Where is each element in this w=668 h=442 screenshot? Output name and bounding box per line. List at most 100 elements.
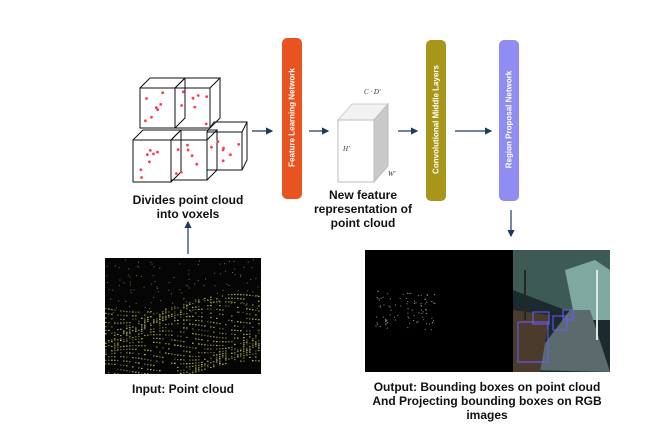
input-cloud-point xyxy=(114,338,116,340)
input-cloud-point xyxy=(198,301,200,303)
input-cloud-point xyxy=(216,341,218,343)
output-cloud-point xyxy=(426,294,428,296)
output-cloud-point xyxy=(425,309,427,311)
output-cloud-point xyxy=(420,305,422,306)
input-cloud-point xyxy=(189,363,191,365)
input-cloud-point xyxy=(243,337,245,339)
input-cloud-point xyxy=(210,348,212,350)
output-cloud-point xyxy=(411,309,413,311)
voxel-point xyxy=(140,176,143,179)
input-cloud-point xyxy=(129,281,131,283)
input-cloud-point xyxy=(183,313,185,315)
voxel-point xyxy=(222,146,225,150)
input-cloud-point xyxy=(165,310,167,312)
convolutional-middle-layers-block: Convolutional Middle Layers xyxy=(426,40,446,201)
input-cloud-point xyxy=(177,335,179,337)
input-cloud-point xyxy=(250,279,252,280)
voxel-point xyxy=(181,90,185,94)
input-cloud-point xyxy=(165,319,167,321)
input-cloud-point xyxy=(186,316,188,318)
input-cloud-point xyxy=(243,321,245,324)
output-cloud-point xyxy=(379,305,381,307)
input-cloud-point xyxy=(186,363,188,365)
input-cloud-point xyxy=(117,349,119,351)
input-cloud-point xyxy=(192,315,194,317)
input-cloud-point xyxy=(192,370,194,372)
input-cloud-point xyxy=(225,333,227,335)
input-cloud-point xyxy=(192,355,194,357)
input-cloud-point xyxy=(135,330,137,332)
input-cloud-point xyxy=(129,306,130,308)
input-cloud-point xyxy=(219,341,221,343)
voxel-grid xyxy=(132,77,248,183)
input-cloud-point xyxy=(183,369,185,371)
input-cloud-point xyxy=(162,327,164,329)
input-cloud-point xyxy=(249,342,251,344)
input-cloud-point xyxy=(114,343,116,345)
input-caption: Input: Point cloud xyxy=(132,382,234,396)
output-cloud-point xyxy=(409,322,411,324)
input-cloud-point xyxy=(216,336,218,338)
input-cloud-point xyxy=(204,348,206,350)
input-cloud-point xyxy=(219,323,221,325)
feature-learning-network-label: Feature Learning Network xyxy=(287,68,297,167)
input-cloud-point xyxy=(185,284,187,286)
input-cloud-point xyxy=(138,333,140,335)
feature-learning-network-block: Feature Learning Network xyxy=(282,38,302,199)
input-cloud-point xyxy=(117,368,119,370)
input-cloud-point xyxy=(225,356,227,358)
input-cloud-point xyxy=(120,318,122,320)
voxel-point xyxy=(144,119,147,123)
input-cloud-point xyxy=(147,311,149,313)
input-cloud-point xyxy=(207,330,209,332)
input-cloud-point xyxy=(189,366,191,368)
output-cloud-point xyxy=(378,299,380,301)
input-cloud-point xyxy=(171,362,173,364)
input-cloud-point xyxy=(222,337,224,339)
input-cloud-point xyxy=(228,294,230,296)
input-cloud-point xyxy=(201,308,203,310)
input-cloud-point xyxy=(240,348,242,350)
input-cloud-point xyxy=(201,369,203,371)
voxel-point xyxy=(216,140,220,144)
input-cloud-point xyxy=(189,359,191,361)
input-cloud-point xyxy=(133,289,135,291)
input-cloud-point xyxy=(207,348,209,350)
input-cloud-point xyxy=(246,352,248,354)
input-cloud-point xyxy=(159,324,161,326)
input-cloud-point xyxy=(188,269,190,271)
output-cloud-point xyxy=(376,297,378,298)
input-cloud-point xyxy=(120,346,122,348)
input-cloud-point xyxy=(156,321,158,323)
input-cloud-point xyxy=(123,310,125,312)
input-cloud-point xyxy=(258,295,260,298)
input-cloud-point xyxy=(123,364,125,367)
input-cloud-point xyxy=(180,372,182,374)
input-cloud-point xyxy=(255,353,257,355)
input-cloud-point xyxy=(183,359,185,361)
output-cloud-point xyxy=(406,303,408,305)
input-cloud-point xyxy=(180,309,182,311)
input-cloud-point xyxy=(240,302,242,304)
input-cloud-point xyxy=(162,319,164,321)
input-cloud-point xyxy=(234,359,236,361)
input-cloud-point xyxy=(148,308,150,309)
input-cloud-point xyxy=(186,306,188,308)
output-cloud-point xyxy=(418,312,420,314)
input-cloud-point xyxy=(201,364,203,366)
input-cloud-point xyxy=(108,359,110,361)
input-cloud-point xyxy=(144,345,146,347)
input-cloud-point xyxy=(177,314,179,316)
input-cloud-point xyxy=(240,294,242,296)
input-cloud-point xyxy=(234,293,236,296)
input-cloud-point xyxy=(228,358,230,360)
input-cloud-point xyxy=(150,311,152,313)
output-cloud-point xyxy=(390,309,392,311)
input-cloud-point xyxy=(171,334,173,336)
output-cloud-point xyxy=(389,298,391,300)
input-cloud-point xyxy=(198,315,200,318)
input-cloud-point xyxy=(222,344,224,347)
input-cloud-point xyxy=(111,332,113,334)
input-cloud-point xyxy=(153,369,155,371)
input-cloud-point xyxy=(240,298,242,300)
